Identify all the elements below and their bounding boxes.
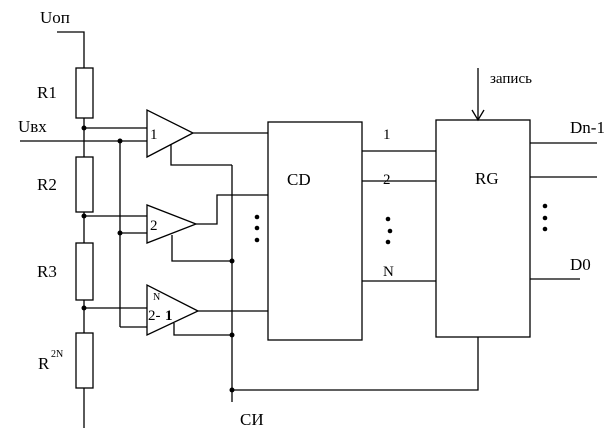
register-output-ellipsis (542, 203, 548, 232)
comparator-2-label: 2 (150, 218, 158, 234)
resistor-r1 (75, 67, 94, 119)
strobe-label: СИ (240, 410, 264, 429)
resistor-r3 (75, 242, 94, 301)
strobe-comparator-2 (171, 235, 232, 262)
strobe-comparator-3 (173, 323, 232, 336)
comparator-3-label-bold: 1 (165, 308, 173, 324)
resistor-r2n-label: R (38, 354, 50, 373)
comparator-1 (146, 108, 195, 159)
encoder-output-n-label: N (383, 264, 394, 280)
encoder-block (267, 121, 363, 341)
resistor-r1-label: R1 (37, 83, 57, 102)
encoder-output-2-label: 2 (383, 172, 391, 188)
resistor-r2n (75, 332, 94, 389)
encoder-label: CD (287, 170, 311, 189)
output-bottom-label: D0 (570, 255, 591, 274)
resistor-r2-label: R2 (37, 175, 57, 194)
junction-dots (81, 125, 235, 393)
strobe-comparator-1 (170, 144, 232, 166)
resistor-r2n-superscript: 2N (51, 349, 63, 360)
comparator-2-output (196, 194, 268, 225)
supply-wire (57, 31, 85, 68)
write-label: запись (490, 71, 532, 87)
write-signal-arrow (471, 109, 485, 122)
comparator-ellipsis (254, 214, 260, 243)
comparator-1-label: 1 (150, 127, 158, 143)
output-top-label: Dn-1 (570, 118, 605, 137)
comparator-3-superscript: N (153, 292, 160, 303)
comparator-3 (146, 283, 200, 337)
strobe-to-register (232, 337, 479, 391)
supply-voltage-label: Uоп (40, 8, 70, 27)
comparator-2 (146, 204, 198, 244)
resistor-r3-label: R3 (37, 262, 57, 281)
register-label: RG (475, 169, 499, 188)
encoder-output-1-label: 1 (383, 127, 391, 143)
input-voltage-label: Uвх (18, 117, 47, 136)
comparator-3-label: 2- (148, 308, 161, 324)
encoder-output-ellipsis (385, 216, 393, 245)
register-block (435, 119, 531, 338)
resistor-r2 (75, 156, 94, 213)
